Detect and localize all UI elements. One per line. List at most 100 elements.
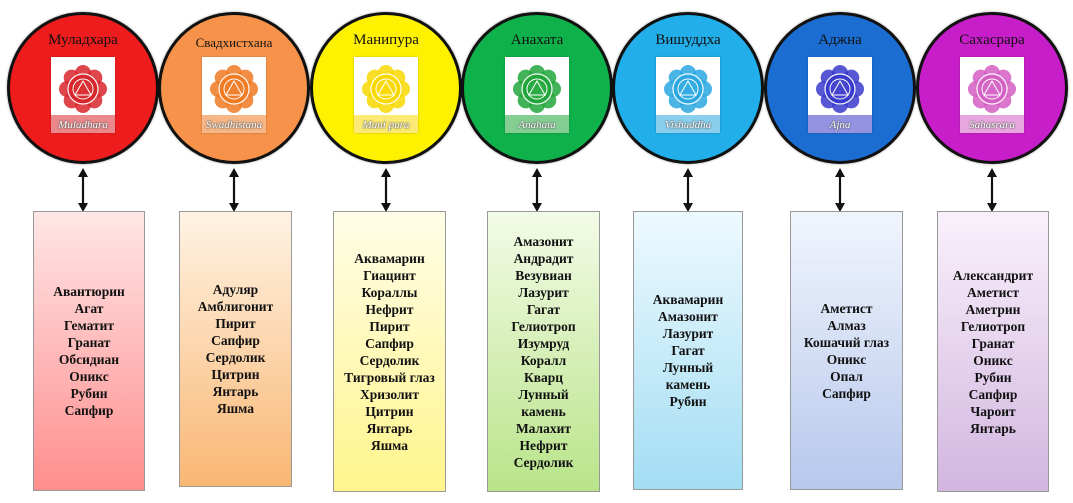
chakra-latin-name: Mani pura	[362, 119, 410, 131]
stone-item: камень	[521, 403, 566, 419]
chakra-latin-name: Muladhara	[58, 119, 108, 131]
chakra-circle	[7, 12, 159, 164]
double-arrow-icon	[835, 168, 845, 212]
vishuddha-symbol-icon	[656, 65, 720, 133]
sahasrara-symbol-icon	[960, 65, 1024, 133]
stone-item: Сапфир	[822, 385, 871, 401]
stone-item: Андрадит	[513, 250, 574, 266]
stone-item: Алмаз	[827, 317, 866, 333]
chakra-name: Анахата	[510, 32, 564, 48]
stone-item: Гагат	[526, 301, 561, 317]
stone-item: Сердолик	[359, 352, 420, 368]
chakra-name: Свадхистхана	[195, 35, 273, 50]
stone-item: Кошачий глаз	[803, 334, 890, 350]
chakra-symbol-tile: Sahasrara	[960, 57, 1024, 133]
stone-item: Хризолит	[360, 386, 419, 402]
swadhistana-symbol-icon	[202, 65, 266, 133]
stone-item: Амазонит	[658, 309, 718, 324]
stone-item: Кораллы	[361, 284, 418, 300]
chakra-name: Вишуддха	[655, 32, 721, 48]
stone-item: камень	[665, 377, 711, 392]
stone-item: Пирит	[369, 318, 410, 334]
stone-item: Аквамарин	[354, 250, 425, 266]
stone-item: Аметист	[967, 284, 1019, 300]
stone-item: Гиацинт	[363, 267, 416, 283]
stone-item: Аквамарин	[652, 292, 724, 307]
stone-item: Гелиотроп	[960, 318, 1026, 334]
stone-item: Цитрин	[211, 367, 260, 382]
stone-item: Янтарь	[212, 384, 259, 399]
stone-item: Рубин	[70, 386, 108, 401]
stone-item: Лазурит	[518, 284, 569, 300]
chakra-name: Муладхара	[48, 32, 118, 48]
stone-item: Оникс	[69, 369, 109, 384]
ajna-symbol-icon	[808, 65, 872, 133]
stone-item: Оникс	[973, 352, 1013, 368]
stone-item: Тигровый глаз	[344, 369, 435, 385]
stone-item: Лазурит	[662, 326, 714, 341]
stone-item: Пирит	[215, 316, 256, 331]
stone-item: Коралл	[520, 352, 567, 368]
stone-item: Рубин	[669, 394, 707, 409]
chakra-symbol-tile: Vishuddha	[656, 57, 720, 133]
stone-item: Агат	[74, 301, 104, 316]
stone-item: Кварц	[523, 369, 564, 385]
chakra-latin-name: Anahata	[518, 119, 556, 131]
stone-item: Рубин	[974, 369, 1012, 385]
stone-item: Гагат	[671, 343, 705, 358]
stone-item: Сердолик	[513, 454, 574, 470]
stone-item: Гранат	[67, 335, 111, 350]
stone-item: Аметист	[820, 300, 873, 316]
chakra-latin-name: Ajna	[829, 119, 851, 131]
double-arrow-icon	[532, 168, 542, 212]
stone-item: Сапфир	[968, 386, 1018, 402]
stone-item: Нефрит	[519, 437, 568, 453]
stone-item: Сапфир	[64, 403, 114, 418]
stone-item: Амазонит	[513, 233, 574, 249]
stone-item: Аметрин	[965, 301, 1021, 317]
chakra-latin-name: Sahasrara	[969, 119, 1015, 131]
stone-item: Гелиотроп	[511, 318, 576, 334]
chakra-circle	[158, 12, 310, 164]
stone-item: Амблигонит	[197, 299, 274, 314]
stone-item: Нефрит	[365, 301, 414, 317]
manipura-symbol-icon	[354, 65, 418, 133]
stone-item: Везувиан	[515, 267, 572, 283]
stone-item: Яшма	[217, 401, 254, 416]
chakra-circle	[916, 12, 1068, 164]
stone-item: Оникс	[826, 351, 867, 367]
chakra-latin-name: Vishuddha	[664, 119, 712, 131]
stone-item: Сердолик	[205, 350, 266, 365]
stone-item: Яшма	[371, 437, 408, 453]
stone-item: Сапфир	[365, 335, 414, 351]
stone-item: Авантюрин	[53, 284, 125, 299]
stone-item: Опал	[830, 368, 863, 384]
chakra-latin-name: Swadhistana	[205, 119, 263, 131]
double-arrow-icon	[381, 168, 391, 212]
chakra-symbol-tile: Swadhistana	[202, 57, 266, 133]
double-arrow-icon	[683, 168, 693, 212]
stone-item: Янтарь	[366, 420, 413, 436]
chakra-name: Сахасрара	[959, 32, 1025, 48]
stone-item: Малахит	[515, 420, 572, 436]
stone-item: Цитрин	[365, 403, 414, 419]
stone-item: Лунный	[662, 360, 714, 375]
stone-item: Адуляр	[212, 282, 259, 297]
muladhara-symbol-icon	[51, 65, 115, 133]
chakra-symbol-tile: Muladhara	[51, 57, 115, 133]
stone-item: Янтарь	[970, 420, 1016, 436]
double-arrow-icon	[229, 168, 239, 212]
stone-item: Гематит	[63, 318, 115, 333]
